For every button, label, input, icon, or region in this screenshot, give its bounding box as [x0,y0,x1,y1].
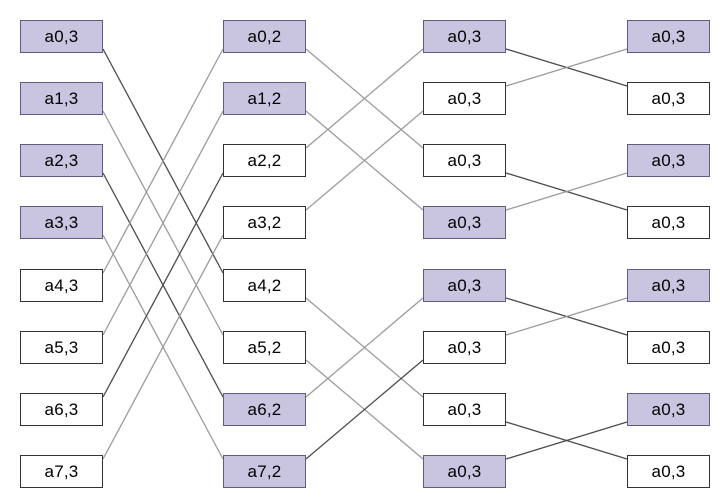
edge-line-2-5 [505,297,628,336]
node-box-stage-2-row4: a4,2 [223,269,306,302]
node-box-stage-3-initial-row2: a2,3 [20,144,103,177]
edge-line-2-3 [505,172,628,211]
node-label: a0,2 [247,27,282,46]
node-box-stage-2-row5: a5,2 [223,331,306,364]
node-box-stage-2-row6: a6,2 [223,393,306,426]
node-box-stage-1-row4: a0,3 [423,269,506,302]
edge-line-0-4 [102,48,224,274]
node-box-stage-1-row1: a0,3 [423,82,506,115]
node-label: a0,3 [447,276,482,295]
node-box-stage-2-row2: a2,2 [223,144,306,177]
node-label: a0,3 [651,151,686,170]
node-box-stage-0-row3: a0,3 [627,206,710,239]
node-label: a4,3 [44,276,79,295]
node-box-stage-2-row3: a3,2 [223,206,306,239]
node-box-stage-1-row5: a0,3 [423,331,506,364]
node-label: a0,3 [651,213,686,232]
node-label: a0,3 [651,276,686,295]
node-label: a0,3 [651,462,686,481]
edge-line-0-5 [102,110,224,336]
node-label: a5,3 [44,338,79,357]
node-label: a0,3 [447,151,482,170]
node-box-stage-3-initial-row1: a1,3 [20,82,103,115]
edge-line-1-7 [305,359,424,460]
node-box-stage-0-row5: a0,3 [627,331,710,364]
node-label: a0,3 [447,400,482,419]
node-label: a4,2 [247,276,282,295]
node-box-stage-3-initial-row5: a5,3 [20,331,103,364]
node-label: a0,3 [447,89,482,108]
node-box-stage-0-row0: a0,3 [627,20,710,53]
node-box-stage-3-initial-row6: a6,3 [20,393,103,426]
node-label: a6,3 [44,400,79,419]
node-box-stage-3-initial-row3: a3,3 [20,206,103,239]
node-label: a0,3 [447,27,482,46]
node-label: a1,2 [247,89,282,108]
node-label: a0,3 [447,462,482,481]
node-label: a0,3 [447,213,482,232]
edge-line-2-1 [505,48,628,87]
node-label: a3,3 [44,213,79,232]
edge-line-1-3 [305,110,424,211]
node-label: a6,2 [247,400,282,419]
node-box-stage-3-initial-row0: a0,3 [20,20,103,53]
node-label: a7,3 [44,462,79,481]
node-box-stage-0-row4: a0,3 [627,269,710,302]
edge-line-0-7 [102,234,224,460]
edge-line-1-6 [305,297,424,398]
node-box-stage-0-row2: a0,3 [627,144,710,177]
node-label: a2,3 [44,151,79,170]
node-box-stage-2-row7: a7,2 [223,455,306,488]
node-box-stage-1-row0: a0,3 [423,20,506,53]
node-box-stage-1-row3: a0,3 [423,206,506,239]
node-label: a2,2 [247,151,282,170]
node-label: a1,3 [44,89,79,108]
edge-line-0-6 [102,172,224,398]
node-label: a0,3 [447,338,482,357]
node-label: a0,3 [651,338,686,357]
node-label: a0,3 [651,27,686,46]
edge-line-2-7 [505,421,628,460]
node-label: a5,2 [247,338,282,357]
node-box-stage-2-row0: a0,2 [223,20,306,53]
node-box-stage-0-row1: a0,3 [627,82,710,115]
node-box-stage-0-row7: a0,3 [627,455,710,488]
node-box-stage-1-row7: a0,3 [423,455,506,488]
node-label: a0,3 [651,89,686,108]
node-label: a0,3 [651,400,686,419]
edge-line-1-2 [305,48,424,149]
node-box-stage-1-row6: a0,3 [423,393,506,426]
node-box-stage-3-initial-row7: a7,3 [20,455,103,488]
node-label: a0,3 [44,27,79,46]
node-box-stage-0-row6: a0,3 [627,393,710,426]
node-label: a3,2 [247,213,282,232]
node-box-stage-3-initial-row4: a4,3 [20,269,103,302]
node-box-stage-2-row1: a1,2 [223,82,306,115]
node-label: a7,2 [247,462,282,481]
node-box-stage-1-row2: a0,3 [423,144,506,177]
